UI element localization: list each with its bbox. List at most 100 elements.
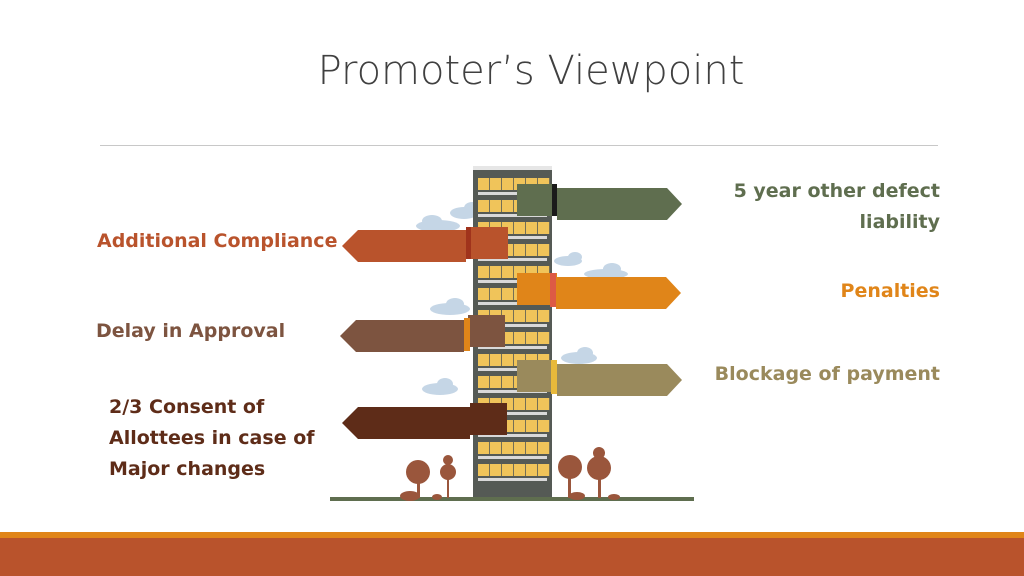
arrow-delay-in-approval [340, 315, 505, 352]
building-window [514, 222, 526, 234]
building-window [526, 398, 538, 410]
building-window [526, 266, 538, 278]
building-window [490, 200, 502, 212]
cloud-icon [561, 347, 597, 364]
cloud-icon [584, 263, 628, 279]
label-consent-of-allottees: 2/3 Consent of Allottees in case of Majo… [109, 392, 349, 485]
building-floor-line [478, 236, 547, 239]
label-line: Major changes [109, 458, 266, 480]
building-window [478, 266, 490, 278]
building-window [502, 178, 514, 190]
label-line: Penalties [840, 280, 940, 302]
building-window [490, 442, 502, 454]
arrow-defect-liability [517, 184, 682, 220]
building-window [514, 332, 526, 344]
label-penalties: Penalties [660, 276, 940, 307]
label-line: Delay in Approval [96, 320, 286, 342]
building-roof [473, 166, 552, 170]
label-line: liability [859, 211, 940, 233]
building-window [502, 354, 514, 366]
cloud-icon [416, 215, 460, 232]
building-window [514, 420, 526, 432]
building-window [538, 464, 550, 476]
tree-icon [587, 447, 611, 498]
building-window [538, 222, 550, 234]
building-window [490, 376, 502, 388]
building-floor-line [478, 434, 547, 437]
building-window [490, 288, 502, 300]
building-floor-line [478, 192, 547, 195]
tree-icon [569, 492, 620, 500]
building-window [478, 288, 490, 300]
building-window [478, 464, 490, 476]
building-window [538, 398, 550, 410]
label-line: Additional Compliance [97, 230, 338, 252]
building-window [478, 376, 490, 388]
label-line: 5 year other defect [733, 180, 940, 202]
slide-title: Promoter’s Viewpoint [317, 48, 745, 94]
building-window [514, 266, 526, 278]
arrow-penalties [517, 273, 681, 309]
building-window [502, 310, 514, 322]
building-window [514, 310, 526, 322]
title-divider [100, 145, 938, 146]
arrow-blockage-of-payment [517, 360, 682, 396]
building-window [502, 288, 514, 300]
arrow-additional-compliance [342, 227, 508, 262]
tree-icon [440, 455, 456, 498]
building-window [478, 442, 490, 454]
footer-accent-stripe [0, 532, 1024, 538]
building-window [526, 332, 538, 344]
building-window [526, 464, 538, 476]
building-window [502, 332, 514, 344]
cloud-icon [430, 298, 470, 315]
label-line: 2/3 Consent of [109, 396, 265, 418]
building-window [502, 398, 514, 410]
tree-icon [400, 491, 442, 501]
building-window [502, 266, 514, 278]
building-window [478, 200, 490, 212]
building-window [538, 332, 550, 344]
building-window [478, 178, 490, 190]
label-delay-in-approval: Delay in Approval [96, 316, 336, 347]
label-additional-compliance: Additional Compliance [97, 226, 357, 257]
building-window [490, 354, 502, 366]
building-window [538, 310, 550, 322]
cloud-icon [554, 252, 582, 266]
tree-icon [558, 455, 582, 498]
building-window [502, 420, 514, 432]
building-window [538, 442, 550, 454]
building-window [514, 464, 526, 476]
building-window [490, 464, 502, 476]
building-floor-line [478, 324, 547, 327]
label-line: Blockage of payment [714, 363, 940, 385]
label-defect-liability: 5 year other defect liability [660, 176, 940, 238]
building-window [502, 442, 514, 454]
building-window [502, 464, 514, 476]
building-floor-line [478, 214, 547, 217]
building-window [526, 310, 538, 322]
building-window [526, 442, 538, 454]
building-window [478, 354, 490, 366]
building-floor-line [478, 456, 547, 459]
building-window [490, 178, 502, 190]
cloud-icon [422, 378, 458, 395]
building-window [502, 376, 514, 388]
building-floor-line [478, 368, 547, 371]
building-floor-line [478, 478, 547, 481]
building-window [526, 420, 538, 432]
arrow-consent-of-allottees [342, 403, 507, 439]
label-line: Allottees in case of [109, 427, 315, 449]
building-window [538, 266, 550, 278]
ground-line [330, 497, 694, 501]
building-window [538, 420, 550, 432]
building-window [502, 200, 514, 212]
building-floor-line [478, 302, 547, 305]
building-window [526, 244, 538, 256]
label-blockage-of-payment: Blockage of payment [660, 359, 940, 390]
building-floor-line [478, 346, 547, 349]
building-window [514, 244, 526, 256]
building-floor-line [478, 390, 547, 393]
building-window [538, 244, 550, 256]
